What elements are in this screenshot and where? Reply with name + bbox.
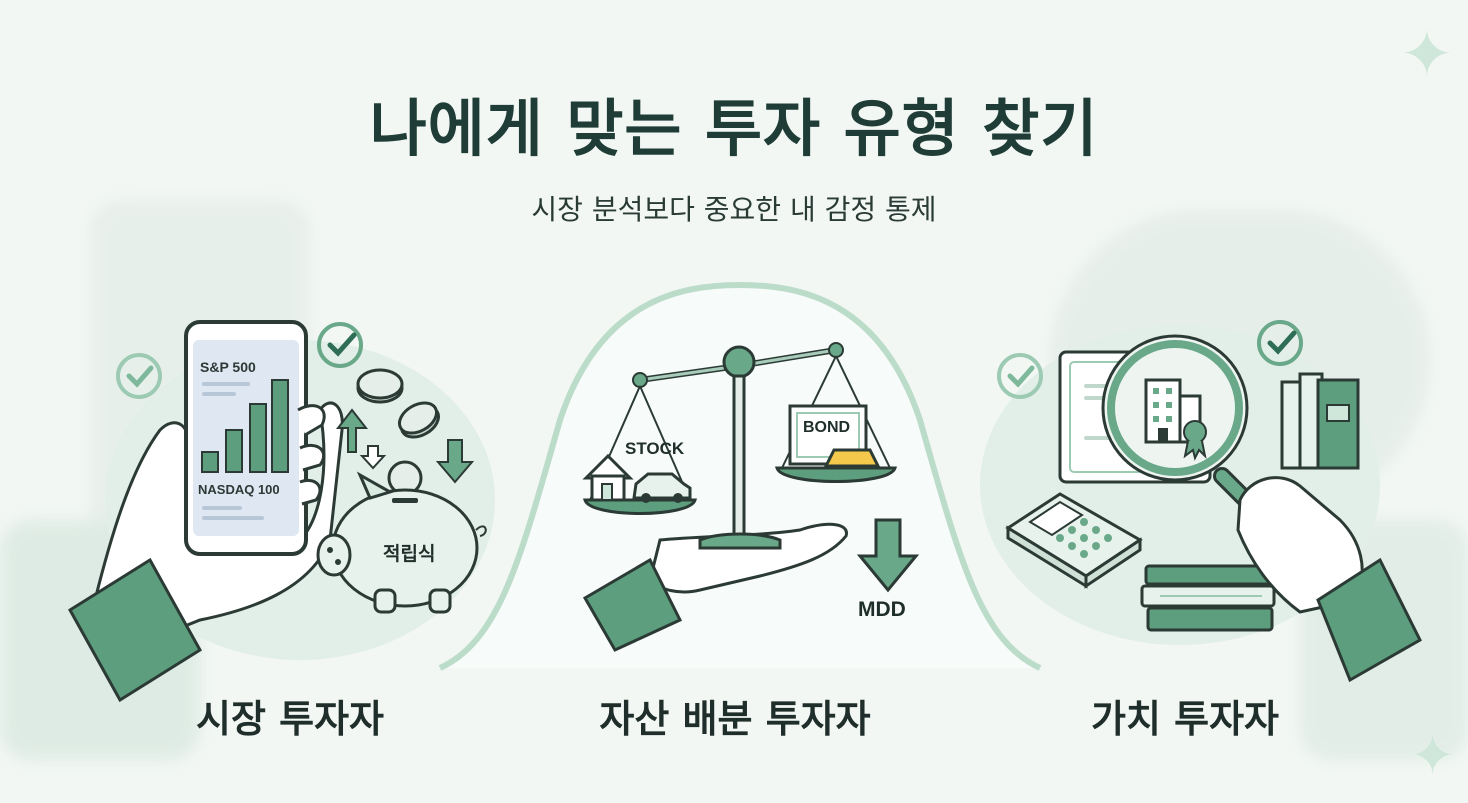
books-icon [1280,372,1360,470]
scale-pivot [828,342,844,358]
mdd-label: MDD [858,598,906,621]
text-line [202,506,242,510]
piggy-bank-icon: 적립식 [316,471,487,614]
gold-bar-icon [823,448,881,468]
text-line [202,516,264,520]
hand-icon [1236,476,1364,614]
sleeve [1316,557,1422,683]
building-icon [1144,378,1202,444]
finger [297,404,326,437]
text-line [202,392,236,396]
asset-allocation-illustration: STOCK BOND MDD [582,342,920,652]
chart-bar [225,429,243,473]
coin-icon [398,401,440,439]
asset-allocation-investor-label: 자산 배분 투자자 [599,697,871,741]
page-title: 나에게 맞는 투자 유형 찾기 [369,92,1099,165]
finger [299,479,322,506]
page-subtitle: 시장 분석보다 중요한 내 감정 통제 [531,193,937,226]
chart-bar [201,451,219,473]
certificate-seal-icon [1183,420,1207,461]
house-icon [582,453,634,502]
check-icon [997,353,1043,399]
check-icon [317,322,363,368]
check-icon [116,353,162,399]
market-investor-illustration: S&P 500 NASDAQ 100 [67,320,487,703]
scale-base [698,532,782,550]
sleeve [582,557,683,652]
scale-center [722,345,756,379]
sparkle-icon: ✦ [1410,724,1456,787]
calculator-icon [1005,492,1143,589]
value-investor-label: 가치 투자자 [1090,697,1280,741]
phone-title: S&P 500 [200,359,256,375]
car-icon [632,472,692,503]
piggy-bank-label: 적립식 [383,543,435,565]
finger [299,443,326,472]
scale-pivot [632,372,648,388]
scale-pan [583,498,697,515]
sparkle-icon: ✦ [1400,18,1454,92]
chart-bar [249,403,267,473]
check-icon [1257,320,1303,366]
books-stack-icon [1140,564,1276,632]
down-arrow-icon [435,439,475,484]
down-arrow-icon [359,445,387,470]
down-arrow-icon [856,518,920,593]
phone-subtitle: NASDAQ 100 [198,482,280,497]
coin-icon [356,368,404,404]
left-pan-label: STOCK [625,439,685,458]
market-investor-label: 시장 투자자 [195,697,385,741]
value-investor-illustration [997,320,1422,683]
sleeve [67,557,203,703]
up-arrow-icon [335,408,369,453]
right-pan-label: BOND [803,419,850,436]
text-line [202,382,250,386]
scale-pan [775,466,897,483]
certificate-border [796,412,860,458]
scale-pole [732,374,746,548]
magnifier-rim [1107,340,1243,476]
chart-bar [271,379,289,473]
